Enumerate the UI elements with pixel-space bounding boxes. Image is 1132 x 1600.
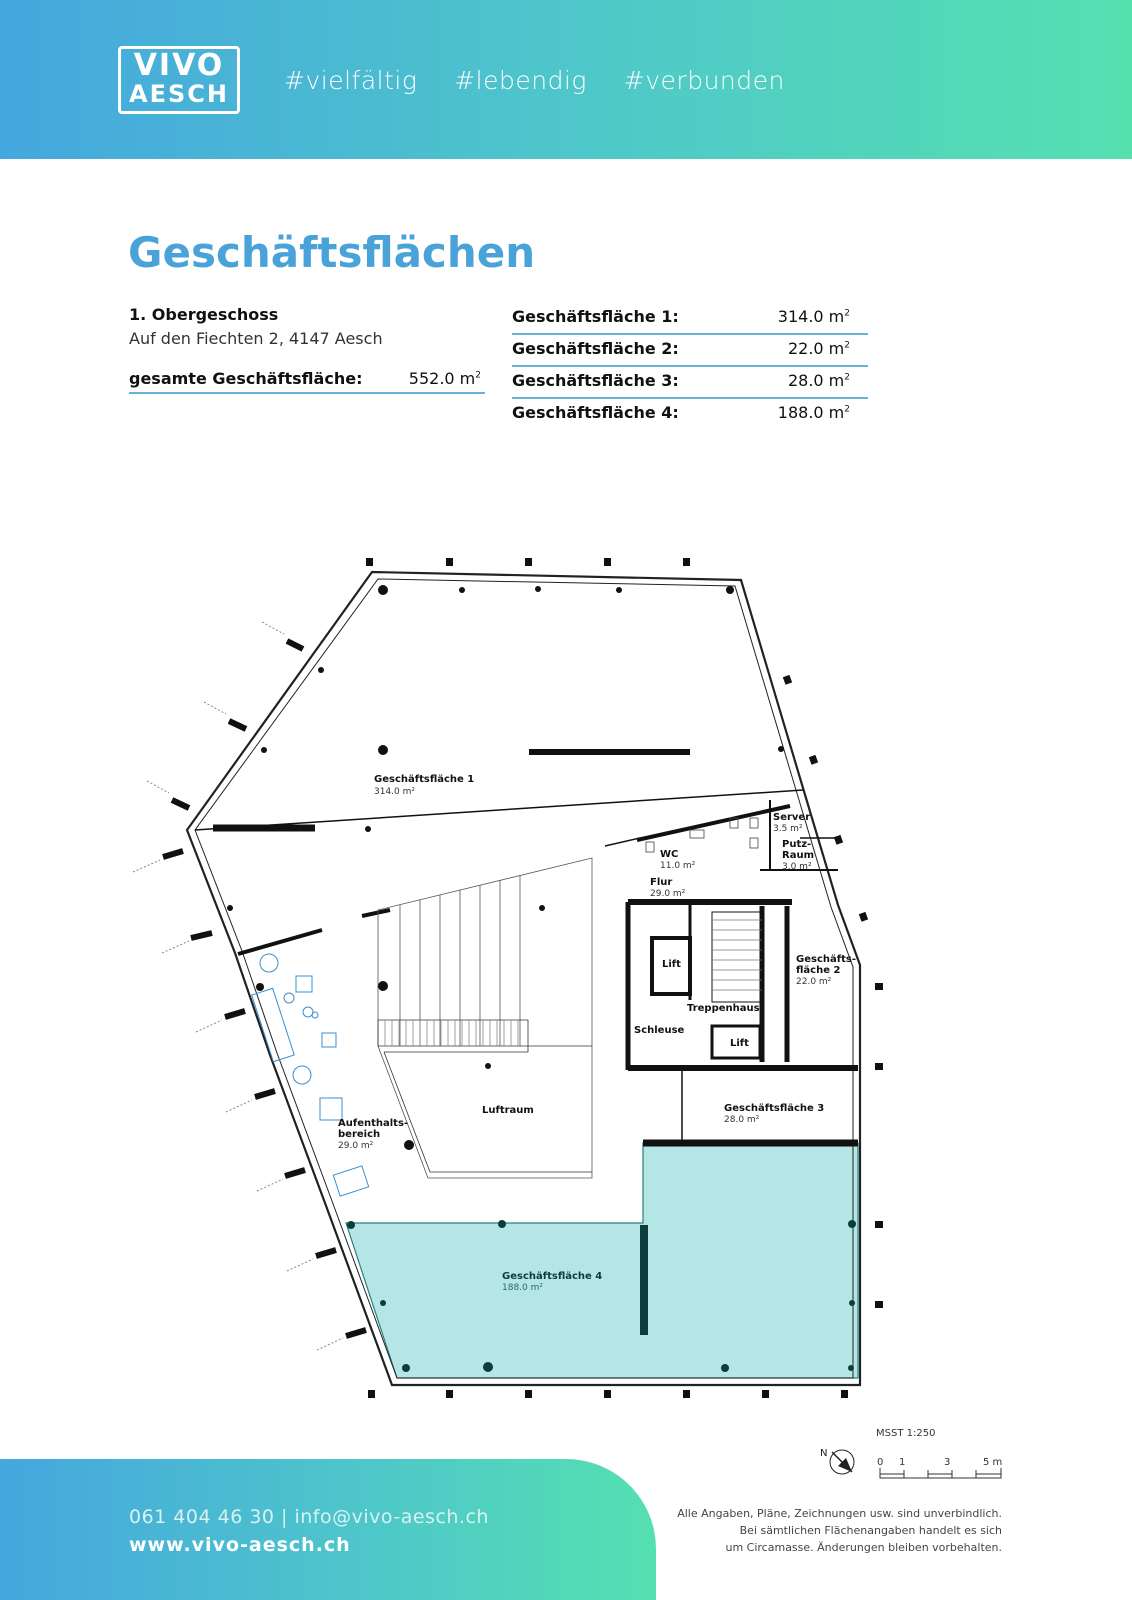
page-title: Geschäftsflächen [128,228,536,277]
scale-tick-3: 3 [944,1457,950,1468]
scale-tick-1: 1 [899,1457,905,1468]
lounge-furniture [251,953,370,1197]
area-label: Geschäftsfläche 1: [512,307,679,326]
website-link[interactable]: www.vivo-aesch.ch [129,1534,351,1556]
gf4-columns [347,1220,856,1372]
gf2-label-2: fläche 2 [796,965,840,976]
total-area-label: gesamte Geschäftsfläche: [129,369,363,388]
outer-walls [185,570,862,1387]
facade-markers [366,558,883,1398]
area-value: 188.0 m2 [777,403,850,422]
disclaimer: Alle Angaben, Pläne, Zeichnungen usw. si… [662,1505,1002,1556]
scale-label: MSST 1:250 [876,1428,936,1439]
room-labels: Geschäftsfläche 1 314.0 m² Server 3.5 m²… [338,774,856,1293]
putz-label-2: Raum [782,850,814,861]
area-row-3: Geschäftsfläche 3: 28.0 m2 [512,368,868,399]
tagline: #vielfältig #lebendig #verbunden [284,66,785,95]
aufenthalt-label-1: Aufenthalts- [338,1118,408,1129]
columns [227,585,784,1150]
aufenthalt-area: 29.0 m² [338,1141,374,1151]
gf1-label: Geschäftsfläche 1 [374,774,474,785]
treppenhaus-label: Treppenhaus [687,1003,760,1014]
area-label: Geschäftsfläche 4: [512,403,679,422]
gf4-area: 188.0 m² [502,1283,543,1293]
gf2-area: 22.0 m² [796,977,832,987]
lift-1-label: Lift [662,959,681,970]
area-value: 314.0 m2 [777,307,850,326]
north-arrow: N [820,1448,855,1475]
window-shades [162,638,367,1339]
scale-bar: 0 1 3 5 m [877,1457,1002,1479]
gf3-area: 28.0 m² [724,1115,760,1125]
wc-label: WC [660,849,678,860]
window-shades-open [132,621,344,1351]
gf2-label-1: Geschäfts- [796,954,856,965]
gf4-highlight[interactable] [345,1142,859,1379]
total-area-row: gesamte Geschäftsfläche: 552.0 m2 [129,369,485,394]
header-banner: VIVO AESCH #vielfältig #lebendig #verbun… [0,0,1132,159]
interior-walls [194,749,858,1335]
total-area-value: 552.0 m2 [408,369,481,388]
flur-area: 29.0 m² [650,889,686,899]
gf3-label: Geschäftsfläche 3 [724,1103,824,1114]
putz-area: 3.0 m² [782,862,812,872]
north-label: N [820,1448,827,1459]
disclaimer-line-3: um Circamasse. Änderungen bleiben vorbeh… [725,1541,1002,1554]
gf1-area: 314.0 m² [374,787,415,797]
disclaimer-line-2: Bei sämtlichen Flächenangaben handelt es… [739,1524,1002,1537]
wc-fixtures [645,817,759,853]
putz-label-1: Putz- [782,839,811,850]
flur-label: Flur [650,877,672,888]
area-row-2: Geschäftsfläche 2: 22.0 m2 [512,336,868,367]
area-value: 22.0 m2 [787,339,850,358]
scale-tick-5: 5 m [983,1457,1002,1468]
vivo-aesch-logo[interactable]: VIVO AESCH [118,46,240,114]
disclaimer-line-1: Alle Angaben, Pläne, Zeichnungen usw. si… [677,1507,1002,1520]
area-list: Geschäftsfläche 1: 314.0 m2 Geschäftsflä… [512,304,868,430]
area-row-4: Geschäftsfläche 4: 188.0 m2 [512,400,868,429]
area-label: Geschäftsfläche 3: [512,371,679,390]
logo-line-1: VIVO [133,48,225,83]
schleuse-label: Schleuse [634,1025,685,1036]
stairs [377,857,593,1179]
server-area: 3.5 m² [773,824,803,834]
server-label: Server [773,812,810,823]
area-row-1: Geschäftsfläche 1: 314.0 m2 [512,304,868,335]
footer-band [0,1459,656,1600]
wc-area: 11.0 m² [660,861,696,871]
area-label: Geschäftsfläche 2: [512,339,679,358]
address: Auf den Fiechten 2, 4147 Aesch [129,329,383,348]
floor-label: 1. Obergeschoss [129,305,279,324]
logo-line-2: AESCH [129,80,229,108]
contact-line[interactable]: 061 404 46 30 | info@vivo-aesch.ch [129,1506,489,1528]
area-value: 28.0 m2 [787,371,850,390]
lift-2-label: Lift [730,1038,749,1049]
luftraum-label: Luftraum [482,1105,534,1116]
scale-tick-0: 0 [877,1457,883,1468]
gf4-label: Geschäftsfläche 4 [502,1271,602,1282]
core-elements [650,911,763,1060]
aufenthalt-label-2: bereich [338,1129,380,1140]
